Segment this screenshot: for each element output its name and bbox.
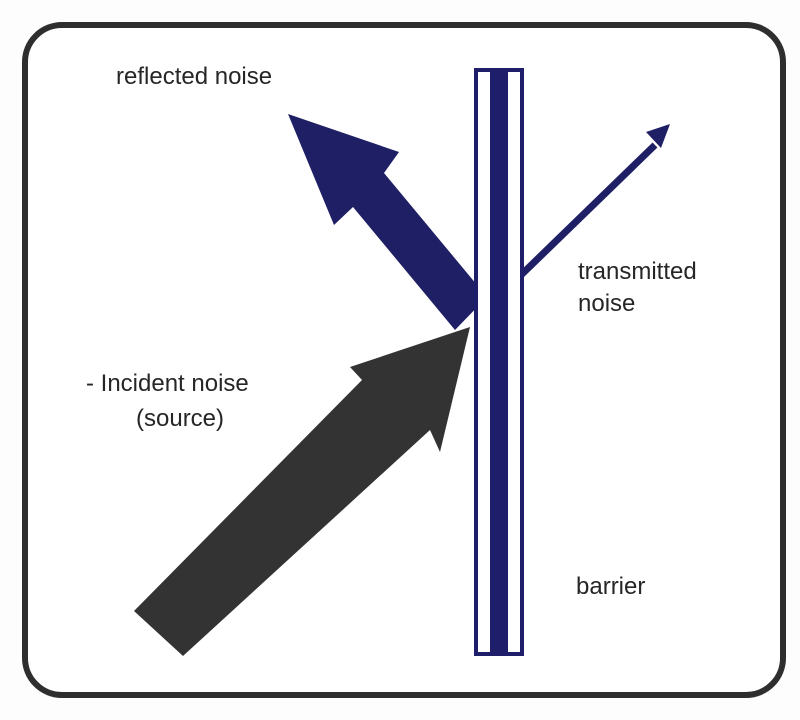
- transmitted-noise-label-line2: noise: [578, 290, 636, 317]
- barrier: [474, 68, 524, 656]
- source-label: (source): [136, 405, 225, 432]
- reflected-noise-arrow: [288, 114, 487, 330]
- reflected-noise-label: reflected noise: [116, 63, 273, 90]
- barrier-label: barrier: [576, 573, 646, 600]
- incident-noise-label: - Incident noise: [86, 370, 249, 397]
- transmitted-noise-label-line1: transmitted: [578, 258, 697, 285]
- incident-noise-arrow: [134, 327, 470, 656]
- transmitted-noise-arrow: [517, 124, 670, 279]
